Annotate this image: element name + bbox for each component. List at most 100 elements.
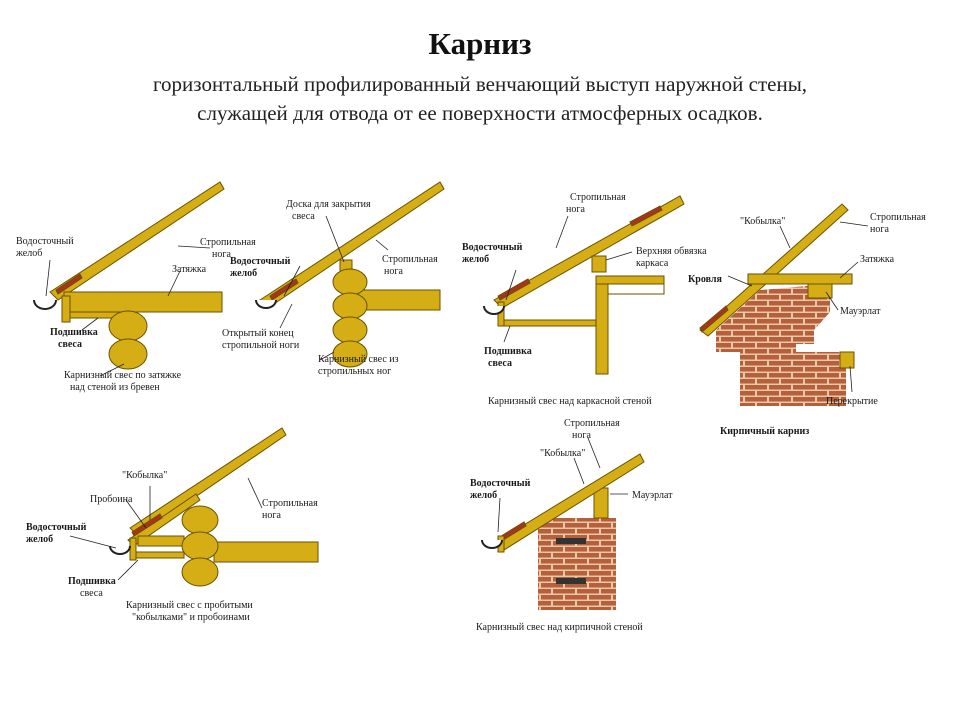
rafter: [49, 181, 225, 301]
gutter: [481, 539, 503, 549]
d6-gutter-label: Водосточный: [470, 478, 531, 489]
d1-soffit-label: Подшивка: [50, 327, 98, 338]
fascia-board: [61, 295, 71, 323]
d4-roofing-label: Кровля: [688, 274, 722, 285]
d3-rafter-label-2: нога: [566, 204, 585, 215]
d3-rafter-label: Стропильная: [570, 192, 626, 203]
brick-wall: [538, 518, 616, 610]
wall-frame-top: [595, 275, 665, 285]
diagram-brick-wall-overhang: [481, 453, 645, 610]
d2-caption: Карнизный свес из: [318, 354, 399, 365]
d4-caption: Кирпичный карниз: [720, 426, 809, 437]
log: [108, 338, 148, 370]
mauerlat: [807, 283, 833, 299]
gutter: [255, 299, 277, 309]
subtitle-line-2: служащей для отвода от ее поверхности ат…: [197, 101, 763, 125]
diagram-brick-cornice: [699, 203, 855, 406]
d3-caption: Карнизный свес над каркасной стеной: [488, 396, 652, 407]
subtitle-line-1: горизонтальный профилированный венчающий…: [152, 72, 808, 96]
brick-wall: [716, 284, 846, 406]
diagram-frame-wall: [483, 195, 685, 375]
d3-top-plate-label: Верхняя обвязка: [636, 246, 707, 257]
roof-strip: [131, 513, 163, 537]
gutter: [33, 299, 57, 310]
log: [332, 316, 368, 344]
d2-open-end-label-2: стропильной ноги: [222, 340, 300, 351]
d5-soffit-label-2: свеса: [80, 588, 103, 599]
tie-beam: [63, 291, 223, 313]
d2-board-label-2: свеса: [292, 211, 315, 222]
d1-rafter-label-2: нога: [212, 249, 231, 260]
d4-floor-label: Перекрытие: [826, 396, 878, 407]
d2-gutter-label: Водосточный: [230, 256, 291, 267]
roof-strip-top: [629, 205, 663, 227]
d5-probojina-label: Пробоина: [90, 494, 133, 505]
top-plate: [591, 255, 607, 273]
d1-tie-label: Затяжка: [172, 264, 207, 275]
beam-upper: [137, 535, 185, 547]
d2-gutter-label-2: желоб: [230, 268, 257, 279]
d1-gutter-label-2: желоб: [15, 248, 42, 259]
roof-strip: [497, 278, 531, 301]
d6-rafter-label-2: нога: [572, 430, 591, 441]
d1-caption-2: над стеной из бревен: [70, 382, 160, 393]
d5-rafter-label: Стропильная: [262, 498, 318, 509]
log-beam: [355, 289, 441, 311]
log: [332, 340, 368, 368]
d5-soffit-label: Подшивка: [68, 576, 116, 587]
log: [108, 310, 148, 342]
rafter: [699, 203, 849, 337]
d1-caption: Карнизный свес по затяжке: [64, 370, 182, 381]
d5-caption-2: "кобылками" и пробоинами: [132, 612, 250, 623]
d4-kobylka-label: "Кобылка": [740, 216, 785, 227]
roof-strip: [699, 305, 729, 333]
d1-gutter-label: Водосточный: [16, 236, 74, 247]
d3-soffit-label-2: свеса: [488, 358, 512, 369]
d5-caption: Карнизный свес с пробитыми: [126, 600, 253, 611]
d5-kobylka-label: "Кобылка": [122, 470, 167, 481]
floor-beam: [839, 351, 855, 369]
d4-rafter-label: Стропильная: [870, 212, 926, 223]
d3-top-plate-label-2: каркаса: [636, 258, 669, 269]
d2-caption-2: стропильных ног: [318, 366, 391, 377]
log: [181, 531, 219, 561]
diagram-kobylka-overhang: [109, 427, 319, 587]
log: [181, 557, 219, 587]
d6-caption: Карнизный свес над кирпичной стеной: [476, 622, 643, 633]
d3-gutter-label: Водосточный: [462, 242, 523, 253]
d4-mauerlat-label: Мауэрлат: [840, 306, 881, 317]
gutter: [483, 305, 505, 315]
roof-strip: [55, 273, 83, 295]
wall-beam: [213, 541, 319, 563]
d2-rafter-label-2: нога: [384, 266, 403, 277]
tie-beam: [747, 273, 853, 285]
page-title: Карниз: [428, 26, 532, 61]
wall-frame-inner: [603, 283, 665, 295]
diagram-log-wall-tie: [33, 181, 225, 370]
d3-gutter-label-2: желоб: [462, 254, 489, 265]
soffit-board: [499, 319, 597, 327]
d6-gutter-label-2: желоб: [470, 490, 497, 501]
roof-strip: [269, 278, 299, 301]
d4-tie-label: Затяжка: [860, 254, 895, 265]
d5-rafter-label-2: нога: [262, 510, 281, 521]
wall-slot: [556, 538, 586, 544]
d6-rafter-label: Стропильная: [564, 418, 620, 429]
wall-slot: [556, 578, 586, 584]
d5-gutter-label-2: желоб: [26, 534, 53, 545]
d1-rafter-label: Стропильная: [200, 237, 256, 248]
d6-mauerlat-label: Мауэрлат: [632, 490, 673, 501]
wall-stud: [595, 283, 609, 375]
d3-soffit-label: Подшивка: [484, 346, 532, 357]
log: [332, 268, 368, 296]
d5-gutter-label: Водосточный: [26, 522, 87, 533]
log: [181, 505, 219, 535]
diagram-rafter-overhang: [255, 181, 445, 368]
d2-rafter-label: Стропильная: [382, 254, 438, 265]
log: [332, 292, 368, 320]
d2-open-end-label: Открытый конец: [222, 328, 294, 339]
fascia-board: [129, 537, 137, 561]
d2-board-label: Доска для закрытия: [286, 199, 371, 210]
d1-soffit-label-2: свеса: [58, 339, 82, 350]
